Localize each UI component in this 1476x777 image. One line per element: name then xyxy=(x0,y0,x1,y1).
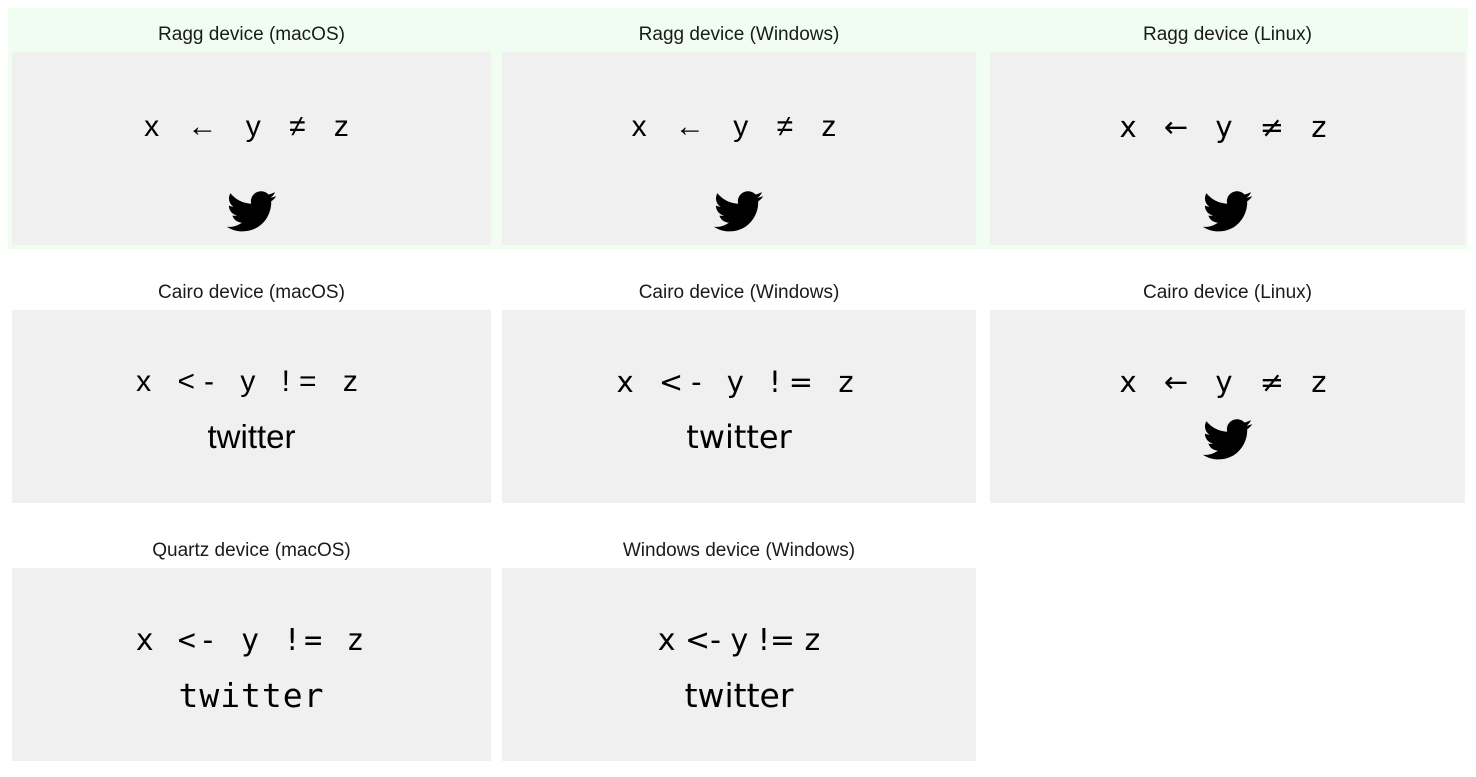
glyph-fallback-text-cairo-windows: twitter xyxy=(686,418,792,456)
glyph-fallback-text-quartz-macos: twitter xyxy=(178,676,325,715)
cell-title-quartz-macos: Quartz device (macOS) xyxy=(152,540,351,561)
cell-windows-windows: Windows device (Windows) x <- y != z twi… xyxy=(502,538,976,761)
glyph-fallback-text-cairo-macos: twitter xyxy=(207,418,296,455)
cell-title-ragg-windows: Ragg device (Windows) xyxy=(638,24,840,45)
twitter-bird-icon xyxy=(1202,418,1253,460)
cell-quartz-macos: Quartz device (macOS) x <- y != z twitte… xyxy=(12,538,491,761)
formula-windows-windows: x <- y != z xyxy=(657,623,821,658)
cell-title-windows-windows: Windows device (Windows) xyxy=(622,540,856,561)
cell-cairo-windows: Cairo device (Windows) x <- y != z twitt… xyxy=(502,280,976,503)
formula-cairo-macos: x <- y != z xyxy=(136,365,367,398)
cell-panel-ragg-macos: x ← y ≠ z xyxy=(12,52,491,245)
formula-quartz-macos: x <- y != z xyxy=(135,623,368,658)
cell-panel-cairo-macos: x <- y != z twitter xyxy=(12,310,491,503)
cell-ragg-windows: Ragg device (Windows) x ← y ≠ z xyxy=(502,22,976,245)
cell-panel-cairo-linux: x ← y ≠ z xyxy=(990,310,1465,503)
cell-title-ragg-linux: Ragg device (Linux) xyxy=(1143,24,1312,45)
cell-cairo-macos: Cairo device (macOS) x <- y != z twitter xyxy=(12,280,491,503)
formula-ragg-macos: x ← y ≠ z xyxy=(144,110,359,143)
formula-cairo-linux: x ← y ≠ z xyxy=(1119,365,1336,399)
cell-title-cairo-linux: Cairo device (Linux) xyxy=(1143,282,1312,303)
formula-cairo-windows: x <- y != z xyxy=(616,365,862,399)
twitter-bird-icon xyxy=(1202,190,1253,232)
cell-ragg-macos: Ragg device (macOS) x ← y ≠ z xyxy=(12,22,491,245)
cell-title-cairo-macos: Cairo device (macOS) xyxy=(158,282,345,303)
twitter-bird-icon xyxy=(226,190,277,232)
formula-ragg-windows: x ← y ≠ z xyxy=(631,110,847,143)
cell-ragg-linux: Ragg device (Linux) x ← y ≠ z xyxy=(990,22,1465,245)
cell-panel-windows-windows: x <- y != z twitter xyxy=(502,568,976,761)
cell-panel-quartz-macos: x <- y != z twitter xyxy=(12,568,491,761)
cell-panel-ragg-linux: x ← y ≠ z xyxy=(990,52,1465,245)
glyph-fallback-text-windows-windows: twitter xyxy=(684,676,794,715)
twitter-bird-icon xyxy=(714,190,764,232)
cell-panel-cairo-windows: x <- y != z twitter xyxy=(502,310,976,503)
cell-panel-ragg-windows: x ← y ≠ z xyxy=(502,52,976,245)
cell-title-ragg-macos: Ragg device (macOS) xyxy=(158,24,345,45)
formula-ragg-linux: x ← y ≠ z xyxy=(1119,110,1336,144)
cell-cairo-linux: Cairo device (Linux) x ← y ≠ z xyxy=(990,280,1465,503)
cell-title-cairo-windows: Cairo device (Windows) xyxy=(638,282,840,303)
